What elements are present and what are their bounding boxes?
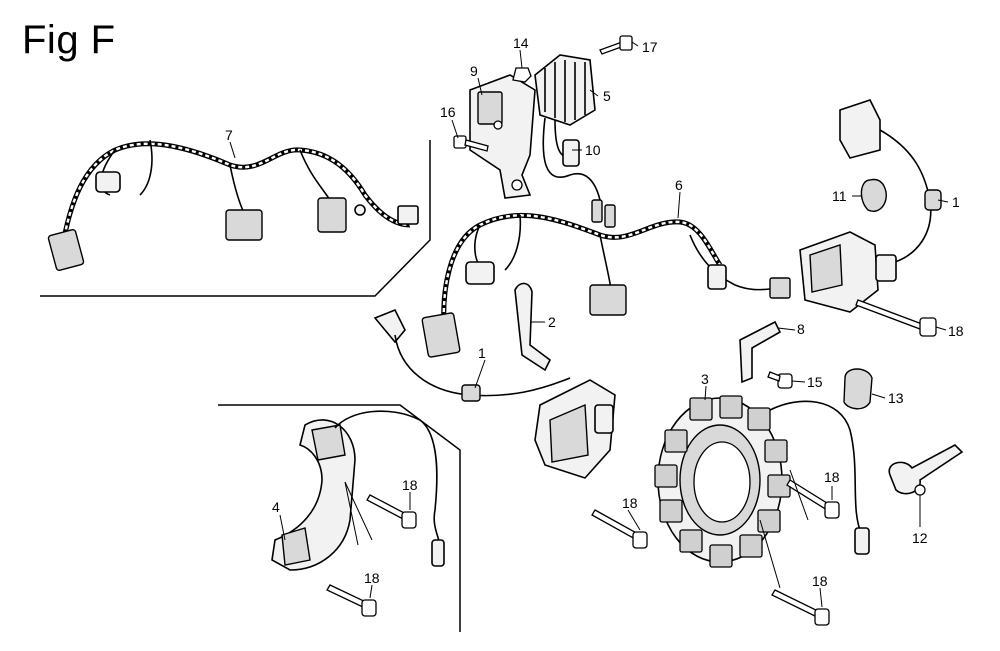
bolt-17: [599, 35, 633, 55]
callout-5: 5: [603, 88, 611, 104]
ignition-coil-1-center: [373, 308, 616, 479]
bolt-18-stator-a: [786, 479, 840, 519]
callout-labels: 7 9 14 17 5 16 10 6 11 1 18 2 8 1 15 13 …: [225, 35, 964, 589]
bolt-18-stator-b: [771, 589, 830, 626]
callout-17: 17: [642, 39, 658, 55]
callout-9: 9: [470, 63, 478, 79]
wire-harness-6: [421, 212, 791, 358]
callout-12: 12: [912, 530, 928, 546]
bolt-18-center: [591, 509, 648, 549]
bracket-8: [739, 320, 782, 384]
callout-14: 14: [513, 35, 529, 51]
inset-frame-bottom-left: [218, 404, 461, 632]
callout-18-center: 18: [622, 495, 638, 511]
bolt-16: [453, 135, 489, 152]
inset-frame-top-left: [40, 140, 431, 297]
callout-1-right: 1: [952, 194, 960, 210]
nut-14: [512, 67, 532, 83]
bolt-18-coil: [855, 299, 937, 337]
clip-2: [514, 282, 552, 372]
callout-7: 7: [225, 127, 233, 143]
callout-8: 8: [797, 321, 805, 337]
pulser-coil-4: [271, 410, 445, 571]
cable-tie-12: [888, 444, 964, 496]
callout-18-pulser-b: 18: [364, 570, 380, 586]
callout-6: 6: [675, 177, 683, 193]
connector-10: [542, 117, 616, 228]
callout-15: 15: [807, 374, 823, 390]
callout-10: 10: [585, 142, 601, 158]
callout-18-stator-a: 18: [824, 469, 840, 485]
bolt-18-pulser-b: [326, 584, 377, 617]
grommet-13: [843, 368, 873, 410]
callout-18-coil: 18: [948, 323, 964, 339]
callout-13: 13: [888, 390, 904, 406]
callout-16: 16: [440, 104, 456, 120]
regulator-bracket-9: [469, 74, 536, 199]
bolt-15: [767, 371, 793, 389]
callout-1-center: 1: [478, 345, 486, 361]
callout-4: 4: [272, 499, 280, 515]
callout-3: 3: [701, 371, 709, 387]
callout-18-stator-b: 18: [812, 573, 828, 589]
callout-18-pulser-a: 18: [402, 477, 418, 493]
bolt-18-pulser-a: [366, 494, 417, 529]
regulator-rectifier-5: [534, 54, 596, 126]
callout-11: 11: [832, 188, 847, 204]
wire-harness-7: [47, 139, 419, 272]
leader-lines: [229, 41, 949, 608]
ignition-coil-1-right: [799, 99, 942, 313]
figure-title: Fig F: [22, 18, 116, 62]
callout-2: 2: [548, 314, 556, 330]
stator-3: [654, 395, 870, 568]
cap-11: [860, 178, 887, 212]
